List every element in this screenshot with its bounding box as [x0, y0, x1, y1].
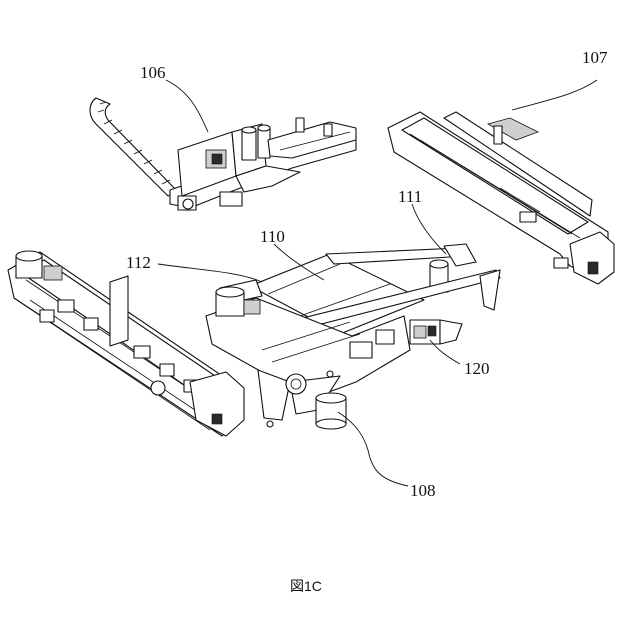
component-106-carriage: [90, 98, 356, 210]
leader-106: [166, 80, 208, 132]
central-assembly: [206, 244, 500, 429]
left-linear-module: [8, 251, 244, 436]
label-108: 108: [410, 481, 436, 500]
leader-111: [412, 204, 446, 254]
label-107: 107: [582, 48, 608, 67]
label-106: 106: [140, 63, 166, 82]
label-120: 120: [464, 359, 490, 378]
label-110: 110: [260, 227, 285, 246]
figure-caption: 図1C: [290, 578, 322, 594]
leader-107: [512, 80, 597, 110]
leader-108: [338, 412, 408, 486]
leader-112: [158, 264, 262, 282]
label-111: 111: [398, 187, 422, 206]
label-112: 112: [126, 253, 151, 272]
